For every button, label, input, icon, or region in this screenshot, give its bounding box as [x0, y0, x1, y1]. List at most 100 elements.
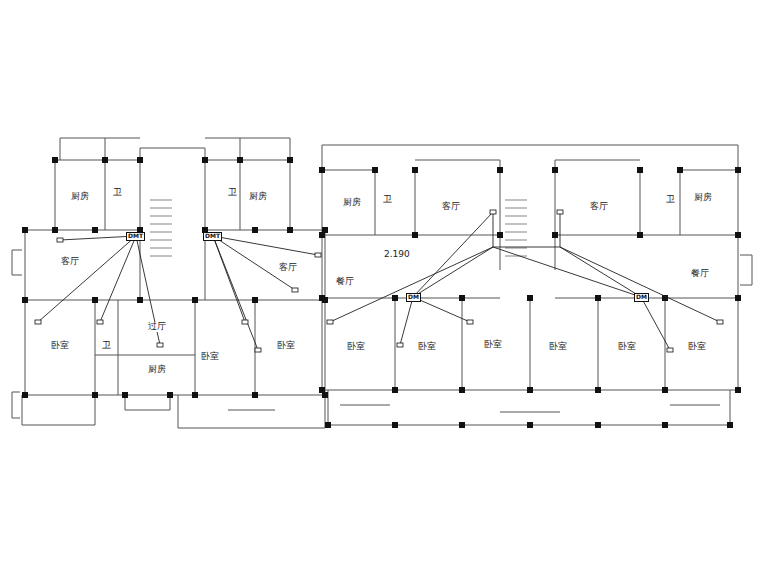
column — [552, 167, 558, 173]
column — [52, 157, 58, 163]
stair-tread — [150, 232, 172, 233]
stair-tread — [150, 200, 172, 201]
cable-line — [413, 297, 470, 322]
column — [192, 297, 198, 303]
room-label: 2.190 — [383, 250, 411, 260]
cable-line — [413, 247, 493, 297]
room-label: 卧室 — [548, 342, 568, 352]
stair-tread — [505, 248, 527, 249]
stair-tread — [505, 240, 527, 241]
room-label: 客厅 — [60, 257, 80, 267]
column — [287, 157, 293, 163]
column — [412, 232, 418, 238]
cable-line — [560, 247, 641, 297]
column — [102, 157, 108, 163]
room-label: 厨房 — [248, 192, 268, 202]
wall-line — [740, 285, 752, 286]
stair-tread — [505, 208, 527, 209]
outlet-symbol — [315, 253, 321, 257]
wall-line — [22, 425, 95, 426]
column — [392, 387, 398, 393]
stair-tread — [505, 200, 527, 201]
column — [122, 392, 128, 398]
wall-line — [95, 355, 118, 356]
wall-line — [680, 170, 738, 171]
cable-line — [560, 247, 720, 322]
box-label: DMT — [205, 232, 220, 239]
cable-line — [213, 236, 318, 255]
column — [252, 392, 258, 398]
wall-line — [240, 138, 241, 160]
outlet-symbol — [490, 210, 496, 214]
wall-line — [415, 170, 416, 235]
wall-line — [60, 138, 61, 160]
cable-line — [641, 297, 670, 350]
wall-line — [12, 275, 22, 276]
wall-line — [598, 298, 599, 390]
column — [325, 422, 331, 428]
wall-line — [95, 395, 96, 425]
distribution-box: DMT — [126, 232, 145, 241]
wall-line — [178, 428, 325, 429]
outlet-symbol — [157, 343, 163, 347]
outlet-symbol — [717, 320, 723, 324]
wall-line — [680, 170, 681, 235]
wall-line — [530, 298, 531, 390]
column — [202, 157, 208, 163]
room-label: 客厅 — [278, 263, 298, 273]
stair-tread — [150, 248, 172, 249]
wall-line — [22, 395, 23, 425]
column — [252, 297, 258, 303]
wall-line — [555, 160, 640, 161]
wall-line — [140, 148, 205, 149]
column — [22, 392, 28, 398]
column — [735, 232, 741, 238]
wall-line — [125, 410, 170, 411]
outlet-symbol — [242, 320, 248, 324]
cable-line — [100, 236, 136, 322]
wall-line — [740, 255, 752, 256]
room-label: 卫 — [227, 188, 238, 198]
wall-line — [640, 170, 641, 235]
wall-line — [752, 255, 753, 285]
wall-line — [322, 170, 375, 171]
wall-line — [555, 235, 738, 236]
wall-line — [415, 160, 500, 161]
column — [319, 295, 325, 301]
room-label: 过厅 — [147, 322, 167, 332]
wall-line — [12, 418, 20, 419]
column — [662, 387, 668, 393]
column — [137, 297, 143, 303]
column — [192, 392, 198, 398]
wall-line — [25, 300, 325, 301]
column — [92, 297, 98, 303]
column — [22, 227, 28, 233]
stair-tread — [505, 232, 527, 233]
stair-tread — [505, 224, 527, 225]
wall-line — [105, 138, 106, 160]
column — [595, 387, 601, 393]
wall-line — [195, 300, 196, 395]
column — [595, 295, 601, 301]
outlet-symbol — [255, 348, 261, 352]
column — [459, 387, 465, 393]
wall-line — [118, 355, 195, 356]
cable-line — [493, 247, 641, 297]
wall-line — [60, 138, 140, 139]
wall-line — [25, 230, 26, 395]
stair-tread — [150, 256, 172, 257]
wall-line — [55, 160, 140, 161]
outlet-symbol — [97, 320, 103, 324]
column — [287, 227, 293, 233]
wall-line — [500, 412, 560, 413]
column — [392, 422, 398, 428]
room-label: 卧室 — [346, 342, 366, 352]
wall-line — [12, 392, 20, 393]
wall-line — [255, 300, 256, 395]
wall-line — [12, 250, 22, 251]
column — [662, 422, 668, 428]
cable-line — [560, 212, 561, 247]
room-label: 客厅 — [589, 202, 609, 212]
column — [637, 167, 643, 173]
